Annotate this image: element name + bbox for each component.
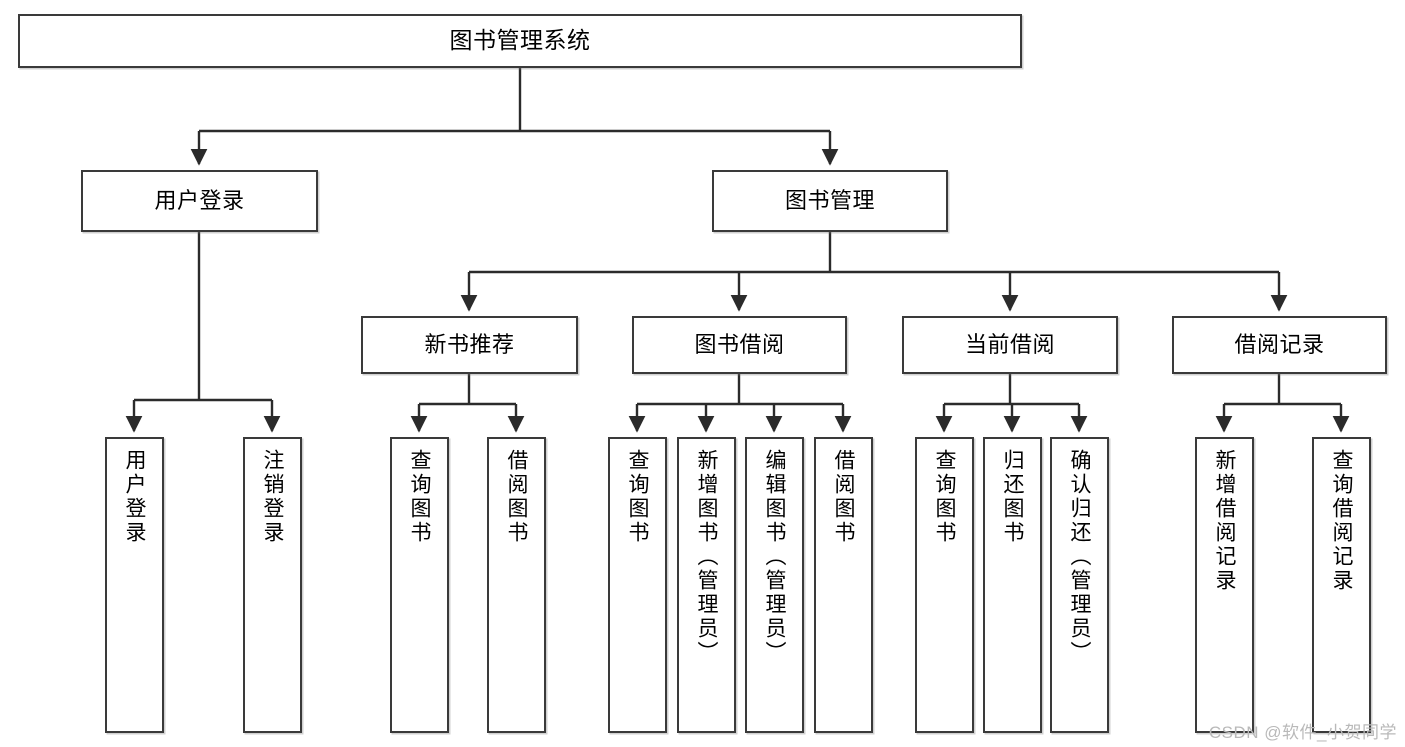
node-label: 注销登录 bbox=[261, 449, 284, 545]
node-new-book-recommend[interactable]: 新书推荐 bbox=[361, 316, 578, 374]
watermark-text: CSDN @软件_小贺同学 bbox=[1208, 723, 1397, 742]
node-label: 新书推荐 bbox=[424, 331, 515, 357]
node-label: 查询图书 bbox=[408, 449, 431, 545]
node-label: 借阅图书 bbox=[832, 449, 855, 545]
node-leaf-book-borrow-3[interactable]: 编辑图书（管理员） bbox=[745, 437, 804, 733]
node-borrow-record[interactable]: 借阅记录 bbox=[1172, 316, 1387, 374]
node-leaf-new-book-2[interactable]: 借阅图书 bbox=[487, 437, 546, 733]
node-label: 新增借阅记录 bbox=[1213, 449, 1236, 593]
node-leaf-current-borrow-2[interactable]: 归还图书 bbox=[983, 437, 1042, 733]
node-leaf-user-login-2[interactable]: 注销登录 bbox=[243, 437, 302, 733]
node-leaf-borrow-record-2[interactable]: 查询借阅记录 bbox=[1312, 437, 1371, 733]
node-user-login[interactable]: 用户登录 bbox=[81, 170, 318, 232]
node-label: 图书借阅 bbox=[694, 331, 785, 357]
node-leaf-current-borrow-3[interactable]: 确认归还（管理员） bbox=[1050, 437, 1109, 733]
node-leaf-book-borrow-1[interactable]: 查询图书 bbox=[608, 437, 667, 733]
node-label: 确认归还（管理员） bbox=[1068, 449, 1091, 665]
node-label: 当前借阅 bbox=[964, 331, 1055, 357]
node-book-borrow[interactable]: 图书借阅 bbox=[632, 316, 847, 374]
node-leaf-user-login-1[interactable]: 用户登录 bbox=[105, 437, 164, 733]
node-label: 归还图书 bbox=[1001, 449, 1024, 545]
node-label: 用户登录 bbox=[123, 449, 146, 545]
node-label: 用户登录 bbox=[154, 187, 245, 213]
node-leaf-book-borrow-4[interactable]: 借阅图书 bbox=[814, 437, 873, 733]
node-label: 借阅图书 bbox=[505, 449, 528, 545]
node-label: 查询借阅记录 bbox=[1330, 449, 1353, 593]
node-label: 图书管理系统 bbox=[449, 27, 591, 54]
node-leaf-new-book-1[interactable]: 查询图书 bbox=[390, 437, 449, 733]
node-label: 编辑图书（管理员） bbox=[763, 449, 786, 665]
node-current-borrow[interactable]: 当前借阅 bbox=[902, 316, 1118, 374]
node-label: 图书管理 bbox=[784, 187, 875, 213]
node-leaf-current-borrow-1[interactable]: 查询图书 bbox=[915, 437, 974, 733]
node-label: 查询图书 bbox=[626, 449, 649, 545]
node-label: 查询图书 bbox=[933, 449, 956, 545]
node-root-book-management-system[interactable]: 图书管理系统 bbox=[18, 14, 1022, 68]
node-leaf-book-borrow-2[interactable]: 新增图书（管理员） bbox=[677, 437, 736, 733]
node-label: 借阅记录 bbox=[1234, 331, 1325, 357]
node-book-management[interactable]: 图书管理 bbox=[712, 170, 948, 232]
node-leaf-borrow-record-1[interactable]: 新增借阅记录 bbox=[1195, 437, 1254, 733]
node-label: 新增图书（管理员） bbox=[695, 449, 718, 665]
